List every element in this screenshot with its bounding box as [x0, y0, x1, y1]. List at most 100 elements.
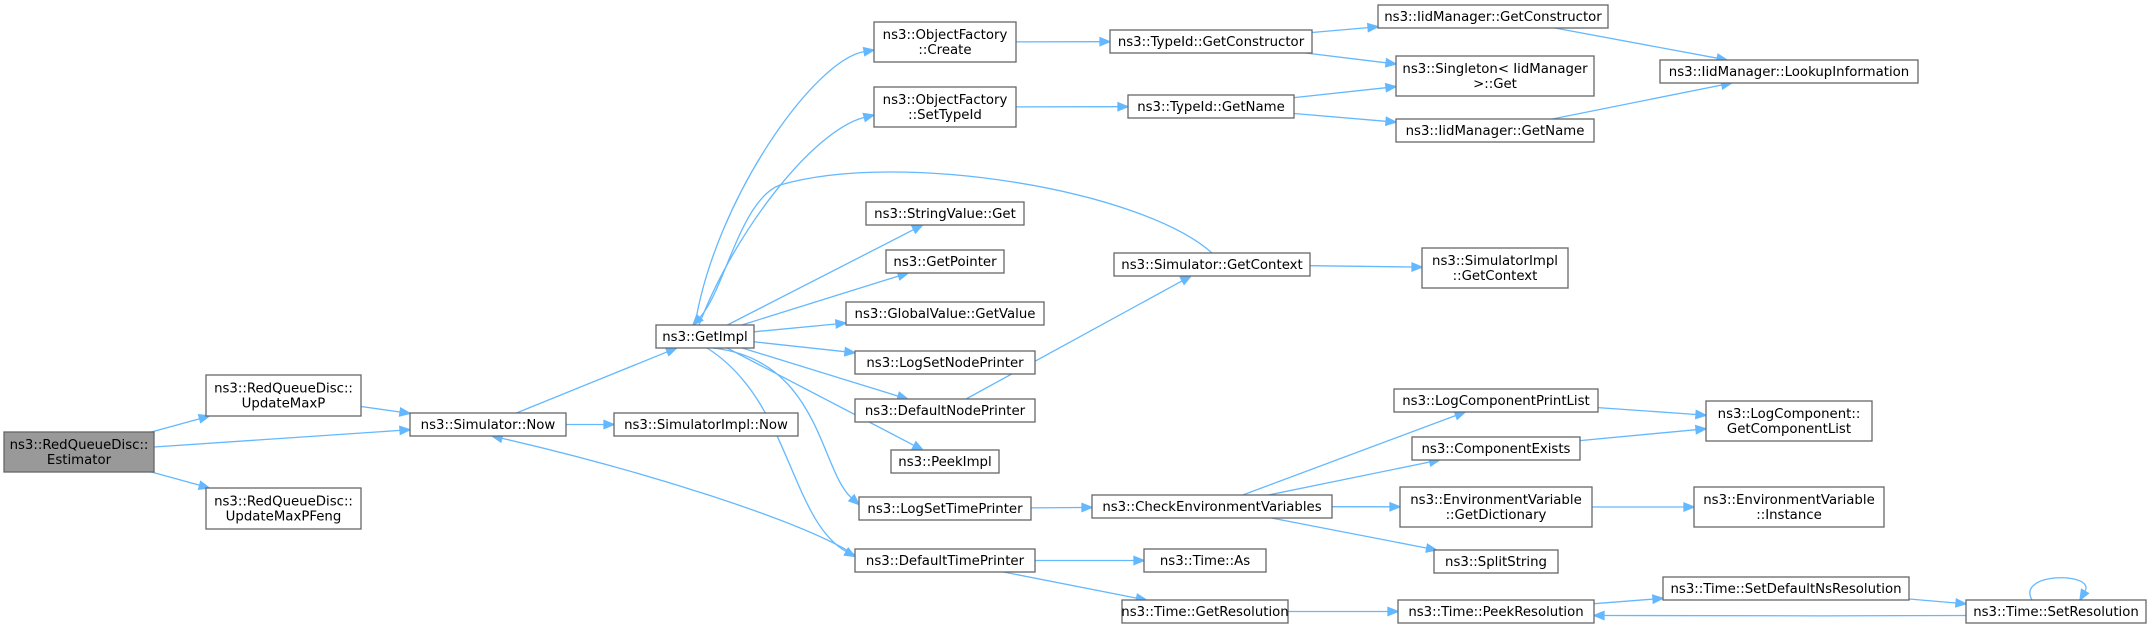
node-simimplnow[interactable]: ns3::SimulatorImpl::Now — [613, 412, 799, 437]
node-label: ns3::CheckEnvironmentVariables — [1102, 500, 1321, 515]
node-setresolution[interactable]: ns3::Time::SetResolution — [1965, 599, 2147, 624]
node-getconstructor[interactable]: ns3::TypeId::GetConstructor — [1109, 29, 1313, 54]
node-timegetresolution[interactable]: ns3::Time::GetResolution — [1121, 599, 1289, 624]
edge-getimpl-to-settypeid — [698, 112, 876, 326]
edge-line — [1268, 461, 1431, 496]
node-box — [873, 86, 1017, 128]
edge-timegetresolution-to-peekresolution — [1288, 606, 1400, 617]
node-label: ns3::SimulatorImpl::Now — [624, 418, 788, 433]
edge-line — [753, 323, 837, 333]
node-peekresolution[interactable]: ns3::Time::PeekResolution — [1397, 599, 1595, 624]
edge-line — [1305, 52, 1387, 64]
edge-line — [726, 347, 915, 446]
node-label: ns3::SplitString — [1445, 555, 1547, 570]
node-label: ::Create — [918, 43, 971, 58]
node-label: ::Instance — [1756, 508, 1822, 523]
edge-line — [965, 280, 1183, 400]
node-singletonget[interactable]: ns3::Singleton< IidManager>::Get — [1395, 55, 1595, 97]
node-label: ns3::TypeId::GetConstructor — [1118, 35, 1305, 50]
node-box — [1091, 494, 1333, 519]
node-typeidgetname[interactable]: ns3::TypeId::GetName — [1127, 94, 1295, 119]
node-box — [1399, 486, 1593, 528]
edge-arrowhead — [1387, 606, 1400, 617]
node-splitstring[interactable]: ns3::SplitString — [1433, 549, 1559, 574]
node-box — [1662, 576, 1910, 601]
node-label: UpdateMaxP — [242, 397, 326, 412]
node-box — [1109, 29, 1313, 54]
node-getpointer[interactable]: ns3::GetPointer — [885, 249, 1005, 274]
node-box — [409, 412, 567, 437]
node-peekimpl[interactable]: ns3::PeekImpl — [890, 449, 1000, 474]
node-logsettimeprinter[interactable]: ns3::LogSetTimePrinter — [858, 496, 1032, 521]
node-logsetnodeprinter[interactable]: ns3::LogSetNodePrinter — [854, 350, 1036, 375]
edge-line — [1593, 598, 1654, 605]
node-getimpl[interactable]: ns3::GetImpl — [655, 324, 755, 349]
edge-line — [741, 275, 899, 326]
node-box — [854, 548, 1036, 573]
node-updatemaxp[interactable]: ns3::RedQueueDisc::UpdateMaxP — [205, 374, 362, 417]
node-timeas[interactable]: ns3::Time::As — [1143, 548, 1267, 573]
node-label: ns3::LogSetNodePrinter — [866, 356, 1024, 371]
node-compexists[interactable]: ns3::ComponentExists — [1411, 436, 1581, 461]
edge-defaulttimeprinter-to-now — [490, 433, 856, 556]
edge-line — [753, 341, 846, 353]
node-checkenv[interactable]: ns3::CheckEnvironmentVariables — [1091, 494, 1333, 519]
edge-now-to-getimpl — [516, 347, 679, 414]
node-box — [858, 496, 1032, 521]
edge-line — [516, 351, 668, 414]
node-lookupinfo[interactable]: ns3::IidManager::LookupInformation — [1659, 59, 1919, 84]
node-logcompprintlist[interactable]: ns3::LogComponentPrintList — [1393, 388, 1599, 413]
edge-defaulttimeprinter-to-timeas — [1035, 555, 1146, 566]
edge-arrowhead — [1384, 116, 1398, 127]
node-label: ns3::GetImpl — [662, 330, 747, 345]
node-box — [1113, 252, 1311, 277]
node-box — [1377, 4, 1609, 29]
node-getcontext[interactable]: ns3::Simulator::GetContext — [1113, 252, 1311, 277]
edge-arrowhead — [1694, 409, 1708, 420]
node-simimplgetcontext[interactable]: ns3::SimulatorImpl::GetContext — [1421, 247, 1569, 289]
node-getcomplist[interactable]: ns3::LogComponent::GetComponentList — [1705, 400, 1873, 442]
edge-line — [153, 429, 401, 448]
node-box — [205, 374, 362, 417]
node-label: ns3::Time::GetResolution — [1121, 605, 1288, 620]
node-iidgetname[interactable]: ns3::IidManager::GetName — [1395, 118, 1595, 143]
node-label: Estimator — [47, 453, 112, 468]
node-box — [854, 398, 1036, 423]
node-settypeid[interactable]: ns3::ObjectFactory::SetTypeId — [873, 86, 1017, 128]
node-box — [1395, 55, 1595, 97]
node-estimator[interactable]: ns3::RedQueueDisc::Estimator — [3, 431, 155, 473]
node-iidgetconstructor[interactable]: ns3::IidManager::GetConstructor — [1377, 4, 1609, 29]
graph-edges — [151, 22, 2090, 621]
edge-line — [698, 116, 865, 326]
edge-line — [1311, 26, 1369, 34]
edge-setdefaultnsres-to-setresolution — [1908, 597, 1968, 608]
node-now[interactable]: ns3::Simulator::Now — [409, 412, 567, 437]
node-envinstance[interactable]: ns3::EnvironmentVariable::Instance — [1693, 486, 1885, 528]
edge-line — [712, 347, 852, 499]
node-label: GetComponentList — [1727, 422, 1851, 437]
edge-line — [699, 171, 1213, 319]
node-defaulttimeprinter[interactable]: ns3::DefaultTimePrinter — [854, 548, 1036, 573]
node-updatemaxpfeng[interactable]: ns3::RedQueueDisc::UpdateMaxPFeng — [205, 487, 362, 530]
node-setdefaultnsres[interactable]: ns3::Time::SetDefaultNsResolution — [1662, 576, 1910, 601]
node-create[interactable]: ns3::ObjectFactory::Create — [873, 21, 1017, 63]
edge-estimator-to-updatemaxpfeng — [151, 471, 211, 490]
node-defaultnodeprinter[interactable]: ns3::DefaultNodePrinter — [854, 398, 1036, 423]
node-box — [1693, 486, 1885, 528]
edge-arrowhead — [1133, 555, 1146, 566]
node-box — [205, 487, 362, 530]
edge-arrowhead — [1117, 101, 1130, 112]
edge-line — [1908, 598, 1957, 604]
edge-arrowhead — [910, 224, 925, 235]
edge-line — [151, 418, 200, 433]
node-envgetdict[interactable]: ns3::EnvironmentVariable::GetDictionary — [1399, 486, 1593, 528]
edge-arrowhead — [1384, 57, 1398, 68]
node-stringvalueget[interactable]: ns3::StringValue::Get — [865, 201, 1025, 226]
node-globalgetvalue[interactable]: ns3::GlobalValue::GetValue — [845, 301, 1045, 326]
edge-arrowhead — [399, 425, 412, 436]
edge-arrowhead — [1683, 502, 1696, 512]
edge-line — [1579, 429, 1697, 442]
edge-line — [1003, 571, 1137, 599]
edge-checkenv-to-envgetdict — [1331, 501, 1402, 512]
